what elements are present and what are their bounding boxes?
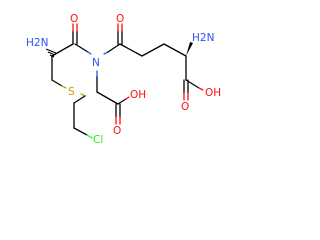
bond-glu-c1 [119, 43, 143, 57]
atom-label-cl-terminal: Cl [93, 134, 103, 146]
bond-c-oh-mid-b [125, 96, 130, 100]
atom-label-oh-acid-right: OH [205, 87, 221, 99]
atom-label-oh-acid-mid: OH [130, 89, 146, 101]
bond-n-carbonyl-right-b [107, 43, 121, 53]
molecule-diagram: H2N O N O H2N OH O OH O S Cl [26, 13, 221, 146]
bond-s-ch2-b [73, 95, 86, 104]
bond-n-carbonyl-right-a [103, 51, 109, 55]
atom-label-nh2-right: H2N [192, 32, 214, 44]
bond-glu-c2 [141, 43, 165, 57]
bond-glu-c3 [163, 43, 187, 57]
bond-calpha-carbonyl-left [51, 43, 74, 57]
bond-ch2-s [51, 79, 63, 87]
bond-carbonyl-n-left [74, 43, 89, 53]
atom-label-o-amide-left: O [70, 13, 78, 25]
atom-label-s-thioether: S [68, 86, 75, 98]
structure-canvas: H2N O N O H2N OH O OH O S Cl [26, 13, 221, 146]
bond-ch2-cl-b [86, 134, 93, 139]
bond-ch2-cl [73, 127, 88, 136]
bond-ch2-s-b [61, 85, 67, 89]
stereo-wedge-bond-right [186, 42, 193, 56]
atom-label-nh2-left: H2N [26, 37, 48, 49]
bond-c-oh-mid [117, 98, 127, 105]
stereo-hash-bond-left [45, 48, 57, 58]
atom-label-o-acid-right: O [181, 101, 189, 113]
atom-label-o-acid-mid: O [113, 125, 121, 137]
bond-c-oh-right-b [198, 87, 204, 91]
bond-carbonyl-n-left-b [87, 51, 92, 55]
atom-label-o-amide-right: O [116, 13, 124, 25]
atom-label-n-center: N [92, 57, 100, 69]
bond-ch2-cooh [96, 91, 119, 105]
